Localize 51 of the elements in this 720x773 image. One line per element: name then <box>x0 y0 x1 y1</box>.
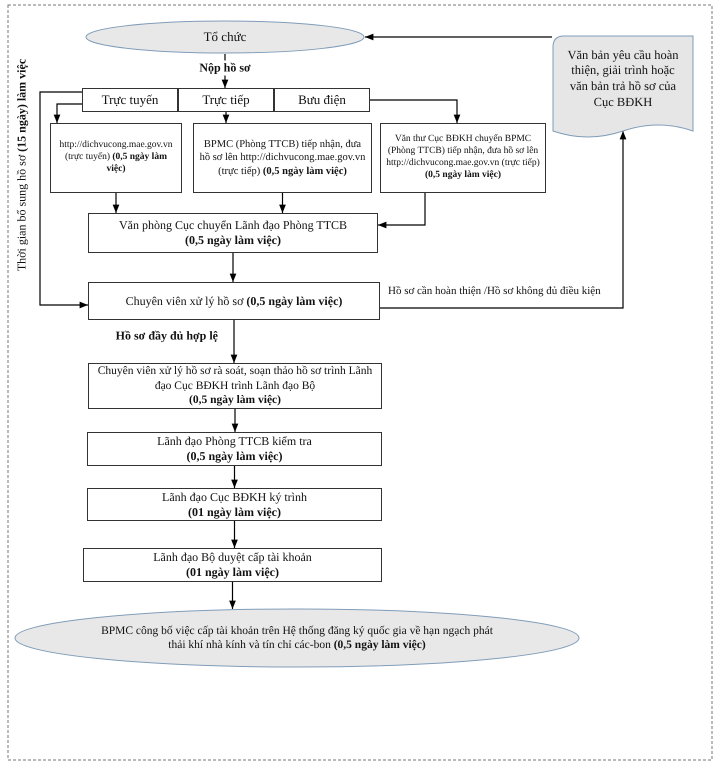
node-text: http://dichvucong.mae.gov.vn (trực tuyến) (0,5 ngày làm việc) <box>58 140 174 176</box>
arrow <box>39 91 88 308</box>
process-box <box>88 363 382 409</box>
arrow <box>370 99 460 123</box>
arrow <box>380 131 626 309</box>
arrow <box>112 193 120 213</box>
node-text: Tổ chức <box>204 28 246 46</box>
arrow <box>279 193 286 213</box>
edge-label: Hồ sơ cần hoàn thiện /Hồ sơ không đủ điều kiện <box>388 285 601 297</box>
arrow <box>229 582 236 609</box>
process-box <box>88 213 378 253</box>
duration-text: (01 ngày làm việc) <box>188 504 281 520</box>
node-text: BPMC công bố việc cấp tài khoản trên Hệ thống đăng ký quốc gia về hạn ngạch phát thải khí nhà kính và tín chỉ các-bon (0,5 ngày làm việc) <box>100 624 494 652</box>
edge-label: Hồ sơ đầy đủ hợp lệ <box>116 328 218 344</box>
node-text: Văn thư Cục BĐKH chuyển BPMC (Phòng TTCB) tiếp nhận, đưa hồ sơ lên http://dichvucong.mae.gov.vn (trực tiếp) <box>385 134 541 170</box>
arrow <box>231 521 238 548</box>
node-text: Văn phòng Cục chuyển Lãnh đạo Phòng TTCB <box>118 218 348 233</box>
node-text: Chuyên viên xử lý hồ sơ (0,5 ngày làm việc) <box>126 294 342 308</box>
node-text: Lãnh đạo Cục BĐKH ký trình <box>162 490 307 504</box>
node-text: Bưu điện <box>298 92 346 108</box>
arrow <box>54 103 82 123</box>
duration-text: (0,5 ngày làm việc) <box>186 449 282 464</box>
node-text: Trực tiếp <box>202 92 250 108</box>
edge-label: Nộp hồ sơ <box>197 60 253 76</box>
arrow <box>230 253 236 282</box>
node-text: Trực tuyến <box>102 92 158 108</box>
terminal-ellipse <box>85 20 365 54</box>
duration-text: (0,5 ngày làm việc) <box>189 393 281 408</box>
process-box <box>380 123 546 193</box>
process-box <box>83 548 382 582</box>
process-box <box>87 432 382 466</box>
arrow <box>230 320 238 363</box>
process-box <box>87 488 382 521</box>
duration-text: (0,5 ngày làm việc) <box>185 233 281 248</box>
node-text: BPMC (Phòng TTCB) tiếp nhận, đưa hồ sơ lên http://dichvucong.mae.gov.vn (trực tiếp) (0,5 ngày làm việc) <box>198 138 366 178</box>
arrow <box>232 409 238 432</box>
terminal-ellipse <box>14 608 580 668</box>
process-box <box>88 282 380 320</box>
arrow <box>222 112 230 123</box>
arrow <box>365 34 552 40</box>
duration-text: (0,5 ngày làm việc) <box>425 170 501 182</box>
node-text: Chuyên viên xử lý hồ sơ rà soát, soạn thảo hồ sơ trình Lãnh đạo Cục BĐKH trình Lãnh đạo Bộ <box>96 364 374 394</box>
arrow <box>231 466 238 488</box>
arrow <box>378 193 426 228</box>
process-box <box>193 123 372 193</box>
duration-text: (01 ngày làm việc) <box>186 565 279 580</box>
process-box <box>50 123 182 193</box>
node-text: Lãnh đạo Phòng TTCB kiểm tra <box>157 434 312 449</box>
node-text: Lãnh đạo Bộ duyệt cấp tài khoản <box>153 550 312 565</box>
vertical-note: Thời gian bổ sung hồ sơ (15 ngày) làm việc <box>14 56 30 274</box>
node-text: Văn bản yêu cầu hoàn thiện, giải trình hoặc văn bản trả hồ sơ của Cục BĐKH <box>566 48 680 110</box>
